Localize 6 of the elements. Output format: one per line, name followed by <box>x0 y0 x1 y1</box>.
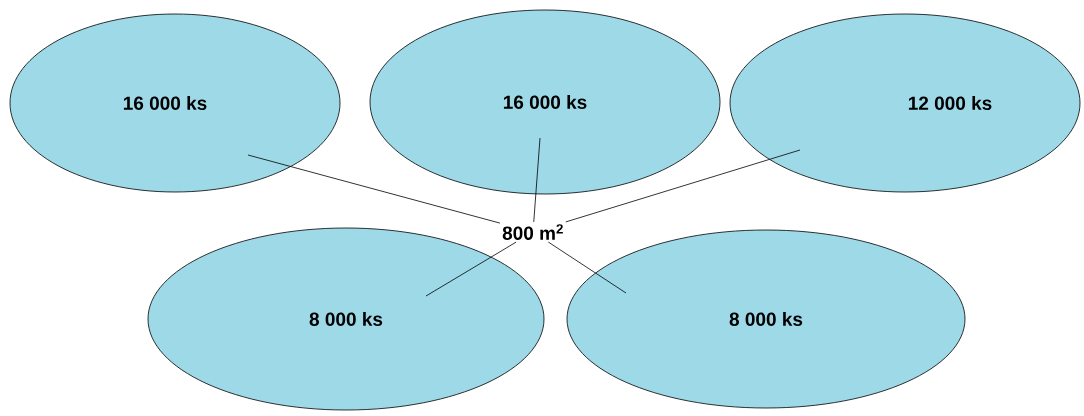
connector-line <box>533 137 541 223</box>
connector-line <box>425 241 517 297</box>
connector-line <box>247 154 501 224</box>
area-label: 800 m$^{2}$ <box>502 224 563 240</box>
connector-line <box>547 241 627 294</box>
connector-line <box>565 149 801 223</box>
